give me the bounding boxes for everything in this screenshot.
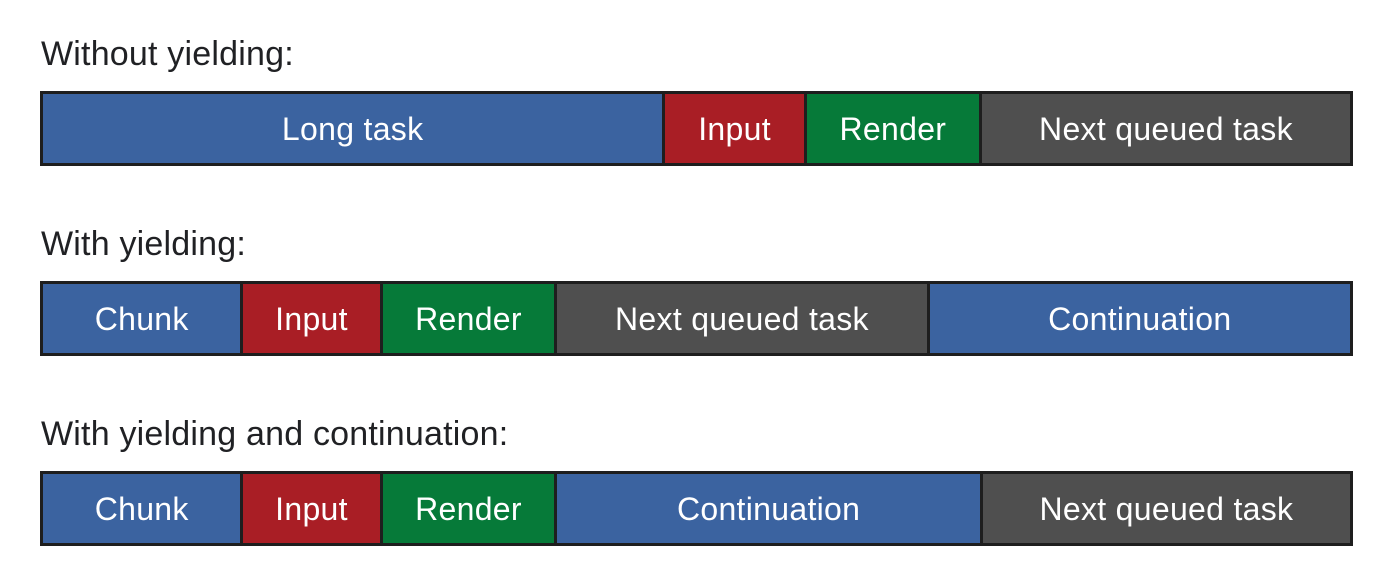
segment-label: Render (415, 490, 522, 527)
task-segment-next-queued-task: Next queued task (979, 474, 1351, 544)
task-segment-input: Input (240, 474, 380, 544)
segment-label: Input (275, 490, 348, 527)
segment-label: Input (698, 110, 771, 147)
segment-label: Next queued task (615, 300, 869, 337)
task-segment-long-task: Long task (43, 94, 663, 164)
section-title: With yielding and continuation: (41, 415, 509, 453)
section-with-yielding: With yielding: Chunk Input Render Next q… (40, 224, 1353, 357)
section-with-yielding-and-continuation: With yielding and continuation: Chunk In… (40, 414, 1353, 547)
task-segment-chunk: Chunk (43, 474, 241, 544)
segment-label: Chunk (94, 490, 189, 527)
task-segment-continuation: Continuation (554, 474, 980, 544)
segment-label: Chunk (94, 300, 189, 337)
segment-label: Next queued task (1039, 110, 1293, 147)
task-segment-chunk: Chunk (43, 284, 241, 354)
segment-label: Continuation (676, 490, 861, 527)
section-title: Without yielding: (41, 35, 294, 73)
task-segment-input: Input (240, 284, 380, 354)
task-segment-render: Render (379, 474, 555, 544)
segment-label: Continuation (1048, 300, 1232, 337)
timeline-bar: Chunk Input Render Continuation Next que… (40, 471, 1353, 547)
task-segment-next-queued-task: Next queued task (978, 94, 1350, 164)
segment-label: Render (839, 110, 947, 147)
timeline-bar: Chunk Input Render Next queued task Cont… (40, 281, 1353, 357)
section-without-yielding: Without yielding: Long task Input Render… (40, 34, 1353, 167)
task-segment-render: Render (379, 284, 555, 354)
segment-label: Long task (281, 110, 424, 147)
segment-label: Input (275, 300, 348, 337)
task-segment-render: Render (803, 94, 979, 164)
section-title: With yielding: (41, 225, 246, 263)
segment-label: Next queued task (1039, 490, 1294, 527)
timeline-bar: Long task Input Render Next queued task (40, 91, 1353, 167)
task-segment-continuation: Continuation (926, 284, 1351, 354)
task-segment-input: Input (662, 94, 804, 164)
task-segment-next-queued-task: Next queued task (554, 284, 927, 354)
segment-label: Render (415, 300, 522, 337)
